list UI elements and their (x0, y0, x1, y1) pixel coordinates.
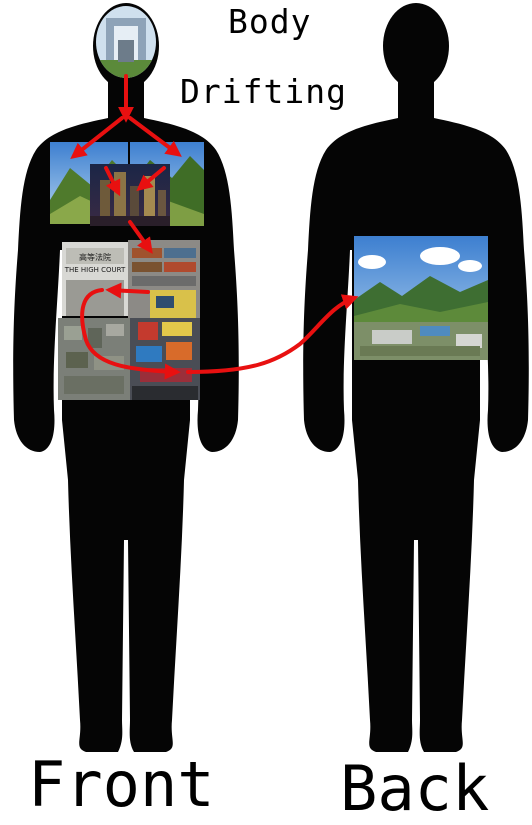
court-sign-chinese: 高等法院 (79, 252, 111, 262)
back-label: Back (340, 752, 489, 825)
arrow-containers-to-court (110, 290, 148, 292)
court-sign-english: THE HIGH COURT (64, 266, 126, 274)
back-silhouette (303, 3, 529, 752)
back-landscape-photo (354, 236, 488, 360)
title-drifting: Drifting (180, 72, 347, 111)
court-photo: 高等法院 THE HIGH COURT (62, 242, 128, 316)
aerial-city-photo (58, 318, 130, 400)
shipping-containers-photo (128, 240, 200, 320)
title-body: Body (228, 2, 311, 41)
front-label: Front (28, 748, 215, 821)
street-signs-photo (130, 318, 200, 400)
